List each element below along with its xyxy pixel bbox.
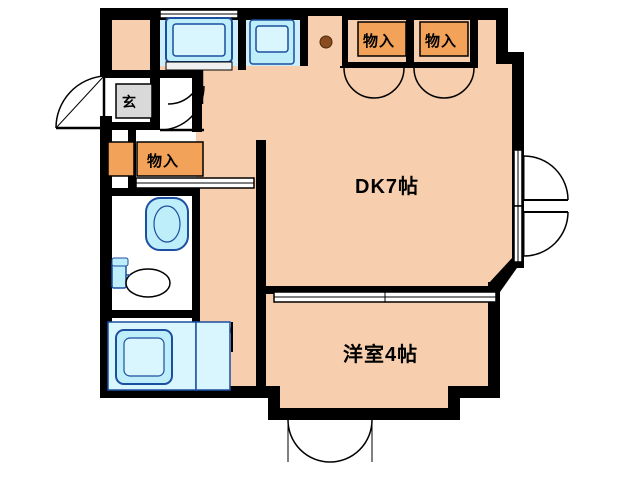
wall-bottom-right (448, 386, 500, 398)
closet-label-top-left: 物入 (363, 33, 396, 50)
bedroom-bottom-doors (287, 419, 373, 463)
stove-unit (165, 17, 233, 71)
wall-left-upper (100, 8, 112, 74)
wall-closet-bottom (340, 62, 478, 68)
label-box-layer (107, 21, 469, 177)
wall-dk-bedroom-divider (262, 286, 500, 294)
window-layer (135, 9, 523, 303)
wall-right-upper-step (496, 8, 508, 64)
kitchen-window (159, 9, 239, 19)
balcony-window-upper (513, 149, 523, 207)
closet-box-top-left (357, 21, 407, 57)
fixture-layer (107, 16, 342, 391)
balcony-door-upper (523, 155, 569, 201)
closet-door-top-left (343, 67, 405, 99)
gas-burner (308, 16, 342, 66)
wall-bottom-balcony (268, 408, 460, 420)
closet-box-left-small (107, 141, 135, 177)
wall-closet-left (340, 14, 348, 66)
balcony-window-lower (513, 205, 523, 263)
room-label-washitsu: 洋室4帖 (343, 344, 419, 366)
entrance-door (55, 75, 106, 130)
wall-toilet-top (104, 188, 200, 196)
closet-label-top-right: 物入 (425, 33, 458, 50)
closet-box-left (136, 141, 204, 177)
genkan-box (115, 83, 153, 119)
wall-hall-left (192, 70, 202, 132)
wall-right-lower (488, 282, 500, 398)
sink (249, 19, 295, 65)
wall-kitchen-right (300, 14, 308, 66)
wall-kitchen-left (150, 14, 160, 70)
bedroom-sliding-window (273, 291, 497, 303)
room-label-dk: DK7帖 (355, 176, 420, 198)
bathtub-small (145, 197, 189, 251)
washbasin (111, 257, 129, 267)
wall-closet-mid (406, 14, 414, 66)
wall-entry-bottom (104, 122, 160, 130)
closet-door-top-right (413, 67, 475, 99)
door-swing-layer (55, 67, 569, 463)
closet-left-sliding-door (135, 177, 255, 189)
kitchen-door (167, 69, 204, 105)
balcony-door-lower (523, 211, 569, 257)
wall-toilet-east (192, 188, 200, 318)
wall-toilet-bottom (104, 310, 200, 318)
closet-label-left: 物入 (147, 153, 180, 170)
wall-kitchen-mid (238, 14, 246, 70)
closet-box-top-right (419, 21, 469, 57)
wall-closet-right (470, 14, 478, 66)
wall-entry-right (150, 70, 160, 130)
wall-corridor-east (256, 140, 266, 392)
genkan-label: 玄 (122, 94, 136, 110)
unit-bath (107, 321, 231, 391)
